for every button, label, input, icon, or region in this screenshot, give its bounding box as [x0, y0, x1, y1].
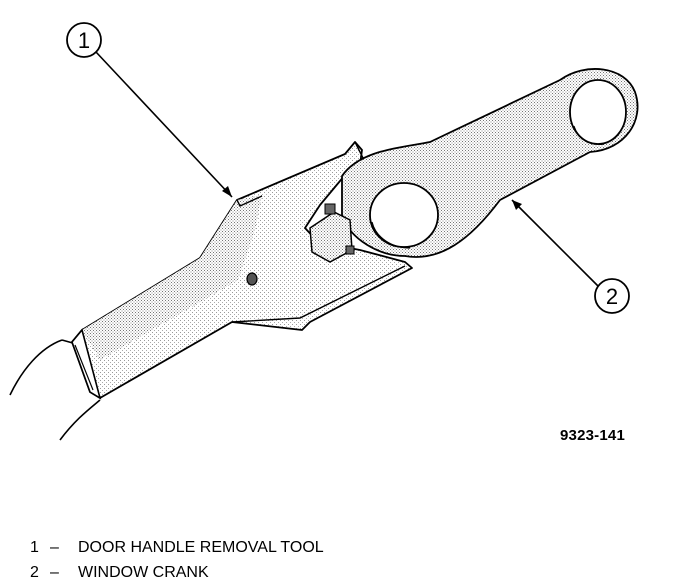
callout-1: 1 [66, 22, 233, 198]
window-crank [309, 68, 639, 263]
callout-2: 2 [511, 199, 630, 314]
legend-item: 1– DOOR HANDLE REMOVAL TOOL [30, 535, 324, 560]
callout-2-number: 2 [606, 284, 618, 309]
figure-id: 9323-141 [560, 427, 625, 444]
legend: 1– DOOR HANDLE REMOVAL TOOL 2– WINDOW CRAN… [30, 535, 324, 585]
legend-number: 1 [30, 539, 39, 556]
legend-item: 2– WINDOW CRANK [30, 560, 324, 585]
legend-separator: – [50, 564, 59, 581]
legend-label: DOOR HANDLE REMOVAL TOOL [78, 539, 324, 556]
callout-1-number: 1 [78, 28, 90, 53]
crank-hub [369, 182, 439, 248]
door-handle-removal-tool [71, 141, 413, 400]
tool-hole [246, 272, 258, 286]
legend-separator: – [50, 539, 59, 556]
tool-body [71, 141, 413, 399]
legend-label: WINDOW CRANK [78, 564, 209, 581]
diagram-illustration: 1 2 [9, 22, 639, 441]
legend-number: 2 [30, 564, 39, 581]
